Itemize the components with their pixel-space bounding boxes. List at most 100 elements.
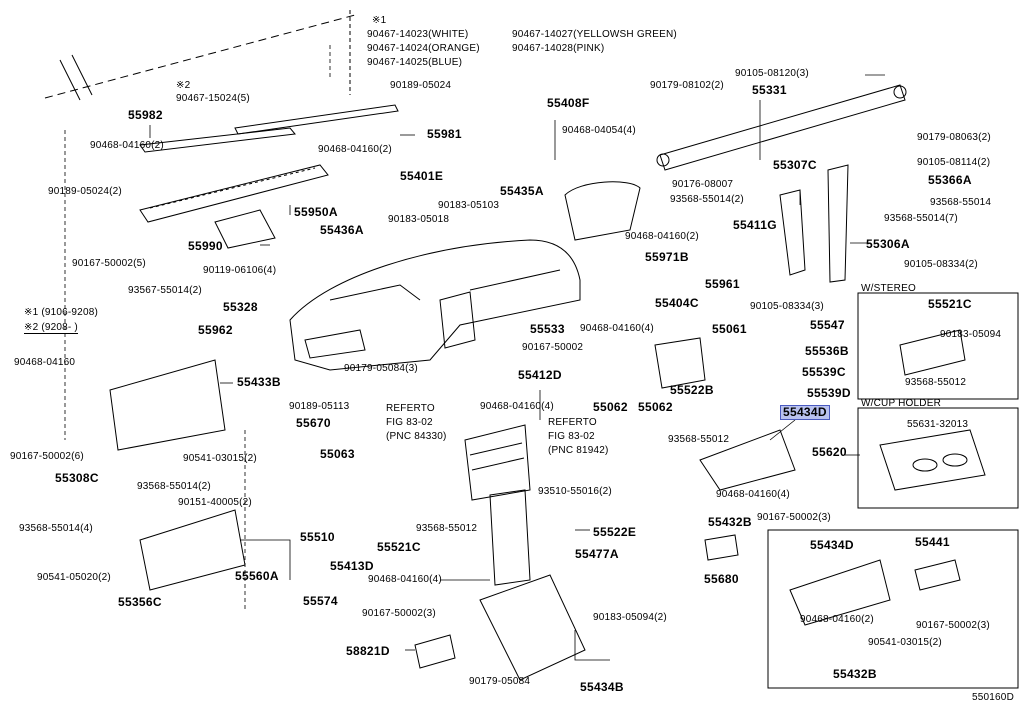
part-label[interactable]: 90167-50002(6) — [10, 451, 84, 462]
part-label-highlighted[interactable]: 55434D — [780, 405, 830, 420]
part-label[interactable]: 55547 — [810, 318, 845, 332]
part-label[interactable]: 55981 — [427, 127, 462, 141]
part-label[interactable]: 90183-05103 — [438, 200, 500, 211]
part-label[interactable]: 90167-50002 — [522, 342, 584, 353]
part-label[interactable]: 55539C — [802, 365, 846, 379]
part-label[interactable]: 55441 — [915, 535, 950, 549]
part-label[interactable]: 90189-05024 — [390, 80, 452, 91]
part-label[interactable]: 90183-05018 — [388, 214, 450, 225]
part-label[interactable]: 90183-05094(2) — [593, 612, 667, 623]
part-label[interactable]: 55435A — [500, 184, 544, 198]
part-label[interactable]: 93568-55014 — [930, 197, 992, 208]
part-label[interactable]: 90183-05094 — [940, 329, 1002, 340]
part-label[interactable]: 90468-04160(4) — [580, 323, 654, 334]
part-label[interactable]: 90105-08334(2) — [904, 259, 978, 270]
part-label[interactable]: 55366A — [928, 173, 972, 187]
part-label[interactable]: 55062 — [593, 400, 628, 414]
part-label[interactable]: 55436A — [320, 223, 364, 237]
part-label[interactable]: 90468-04160(4) — [480, 401, 554, 412]
part-label[interactable]: 90467-15024(5) — [176, 93, 250, 104]
part-label[interactable]: 93568-55012 — [668, 434, 730, 445]
part-label[interactable]: 55061 — [712, 322, 747, 336]
part-label[interactable]: 55560A — [235, 569, 279, 583]
part-label[interactable]: 55433B — [237, 375, 281, 389]
part-label[interactable]: 90167-50002(5) — [72, 258, 146, 269]
part-label[interactable]: 55680 — [704, 572, 739, 586]
part-label[interactable]: 90179-05084(3) — [344, 363, 418, 374]
part-label[interactable]: 55434B — [580, 680, 624, 694]
part-label[interactable]: 90167-50002(3) — [916, 620, 990, 631]
part-label[interactable]: 90468-04160(4) — [368, 574, 442, 585]
part-label[interactable]: 55962 — [198, 323, 233, 337]
part-label[interactable]: 93568-55014(2) — [137, 481, 211, 492]
part-label[interactable]: 55062 — [638, 400, 673, 414]
part-label[interactable]: 90468-04160(2) — [90, 140, 164, 151]
part-label[interactable]: 55521C — [377, 540, 421, 554]
part-label[interactable]: 90541-03015(2) — [868, 637, 942, 648]
part-label[interactable]: 55356C — [118, 595, 162, 609]
part-label[interactable]: 90179-05084 — [469, 676, 531, 687]
part-label[interactable]: 90189-05024(2) — [48, 186, 122, 197]
part-label[interactable]: 58821D — [346, 644, 390, 658]
part-label[interactable]: 90105-08120(3) — [735, 68, 809, 79]
part-label[interactable]: 55522B — [670, 383, 714, 397]
part-label[interactable]: 90467-14028(PINK) — [512, 43, 605, 54]
part-label[interactable]: 90179-08063(2) — [917, 132, 991, 143]
part-label[interactable]: 90468-04054(4) — [562, 125, 636, 136]
part-label[interactable]: 90467-14025(BLUE) — [367, 57, 463, 68]
part-label[interactable]: 90167-50002(3) — [757, 512, 831, 523]
part-label[interactable]: 55413D — [330, 559, 374, 573]
part-label[interactable]: 93568-55014(4) — [19, 523, 93, 534]
part-label[interactable]: 55539D — [807, 386, 851, 400]
part-label[interactable]: 90468-04160(4) — [716, 489, 790, 500]
part-label[interactable]: 90167-50002(3) — [362, 608, 436, 619]
part-label[interactable]: 55990 — [188, 239, 223, 253]
part-label[interactable]: 90179-08102(2) — [650, 80, 724, 91]
part-label[interactable]: 93568-55012 — [905, 377, 967, 388]
part-label[interactable]: 90468-04160(2) — [318, 144, 392, 155]
part-label[interactable]: 55331 — [752, 83, 787, 97]
part-label[interactable]: 55982 — [128, 108, 163, 122]
part-label[interactable]: 55404C — [655, 296, 699, 310]
part-label[interactable]: 55522E — [593, 525, 637, 539]
part-label[interactable]: 55063 — [320, 447, 355, 461]
part-label[interactable]: 55434D — [810, 538, 854, 552]
part-label[interactable]: 90541-03015(2) — [183, 453, 257, 464]
part-label[interactable]: 90119-06106(4) — [203, 265, 277, 276]
part-label[interactable]: 55307C — [773, 158, 817, 172]
part-label[interactable]: 93568-55012 — [416, 523, 478, 534]
part-label[interactable]: 93510-55016(2) — [538, 486, 612, 497]
part-label[interactable]: 55631-32013 — [907, 419, 969, 430]
part-label[interactable]: 93567-55014(2) — [128, 285, 202, 296]
part-label[interactable]: 55477A — [575, 547, 619, 561]
part-label[interactable]: 55521C — [928, 297, 972, 311]
part-label[interactable]: 90105-08114(2) — [917, 157, 991, 168]
part-label[interactable]: 55971B — [645, 250, 689, 264]
part-label[interactable]: 55670 — [296, 416, 331, 430]
part-label[interactable]: 55620 — [812, 445, 847, 459]
part-label[interactable]: 55401E — [400, 169, 444, 183]
part-label[interactable]: 90541-05020(2) — [37, 572, 111, 583]
part-label[interactable]: 55432B — [708, 515, 752, 529]
part-label[interactable]: 90151-40005(2) — [178, 497, 252, 508]
part-label[interactable]: 90467-14024(ORANGE) — [367, 43, 480, 54]
part-label[interactable]: 55432B — [833, 667, 877, 681]
part-label[interactable]: 55308C — [55, 471, 99, 485]
part-label[interactable]: 55411G — [733, 218, 777, 232]
part-label[interactable]: 55408F — [547, 96, 590, 110]
part-label[interactable]: 90176-08007 — [672, 179, 734, 190]
part-label[interactable]: 55306A — [866, 237, 910, 251]
part-label[interactable]: 90189-05113 — [289, 401, 350, 412]
part-label[interactable]: 55536B — [805, 344, 849, 358]
part-label[interactable]: 55412D — [518, 368, 562, 382]
part-label[interactable]: 55950A — [294, 205, 338, 219]
part-label[interactable]: 90468-04160(2) — [800, 614, 874, 625]
part-label[interactable]: 90467-14023(WHITE) — [367, 29, 469, 40]
part-label[interactable]: 93568-55014(2) — [670, 194, 744, 205]
part-label[interactable]: 55510 — [300, 530, 335, 544]
part-label[interactable]: 90105-08334(3) — [750, 301, 824, 312]
part-label[interactable]: 55533 — [530, 322, 565, 336]
part-label[interactable]: 55574 — [303, 594, 338, 608]
part-label[interactable]: 90468-04160(2) — [625, 231, 699, 242]
part-label[interactable]: 90467-14027(YELLOWSH GREEN) — [512, 29, 677, 40]
